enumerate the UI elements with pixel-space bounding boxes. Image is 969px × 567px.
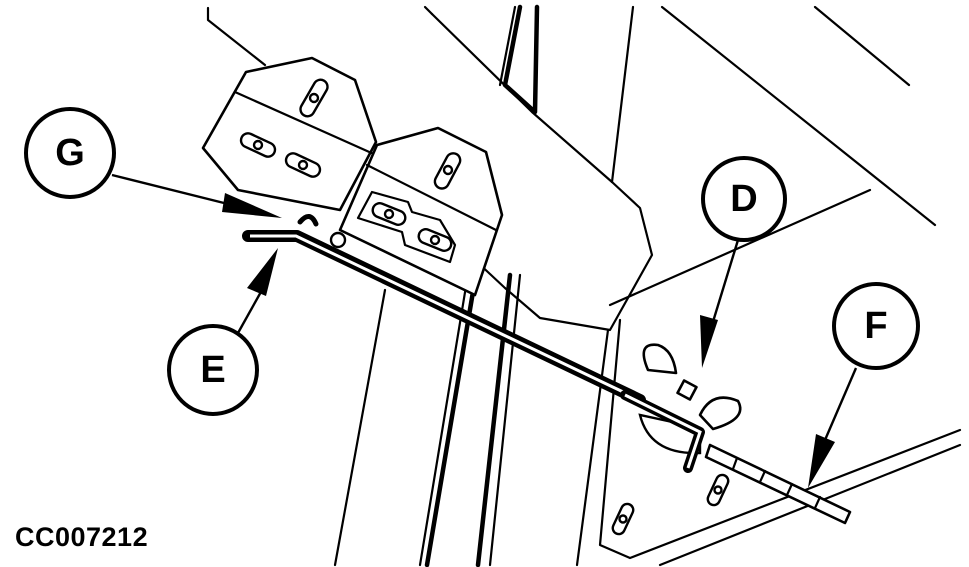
- adjustment-strip-part-f: [611, 443, 852, 536]
- callout-label-e: E: [200, 349, 225, 391]
- callout-f: F: [808, 282, 920, 488]
- bracket-plate-left: [201, 56, 378, 212]
- arrow-icon: [808, 434, 835, 488]
- callout-label-d: D: [730, 178, 757, 220]
- rod-part-e: [242, 214, 646, 406]
- callout-e: E: [167, 248, 278, 416]
- figure-id-label: CC007212: [15, 522, 149, 552]
- callout-label-g: G: [55, 132, 85, 174]
- clamp-assembly: [620, 343, 742, 473]
- arrow-icon: [700, 315, 718, 368]
- arrow-icon: [247, 248, 278, 296]
- callout-g: G: [24, 107, 282, 218]
- callout-label-f: F: [864, 305, 887, 347]
- callout-d: D: [700, 156, 787, 368]
- bracket-plate-right: [338, 126, 504, 297]
- arrow-icon: [222, 193, 282, 218]
